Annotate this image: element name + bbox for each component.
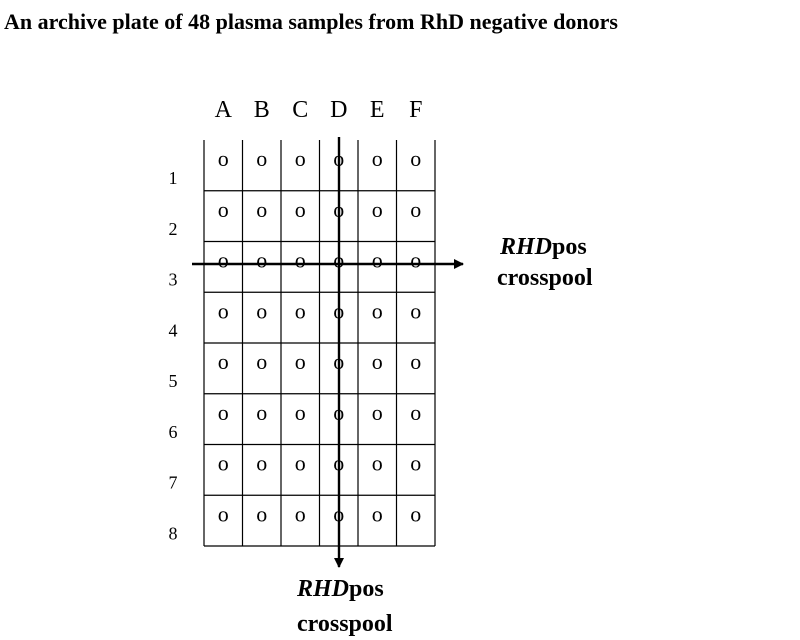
well-B6: o [256, 400, 267, 425]
well-A5: o [218, 349, 229, 374]
row-label: 3 [169, 270, 178, 290]
well-C3: o [295, 248, 306, 273]
row-label: 4 [169, 320, 178, 340]
well-F8: o [410, 501, 421, 526]
well-B2: o [256, 197, 267, 222]
column-label: C [292, 97, 308, 123]
svg-text:RHDpos: RHDpos [296, 576, 384, 602]
well-E4: o [372, 298, 383, 323]
well-C8: o [295, 501, 306, 526]
column-label: A [215, 97, 233, 123]
row-label: 5 [169, 371, 178, 391]
row-label: 7 [169, 473, 178, 493]
column-label: E [370, 97, 385, 123]
well-A2: o [218, 197, 229, 222]
column-pool-suffix: pos [349, 576, 384, 602]
well-A3: o [218, 248, 229, 273]
well-B3: o [256, 248, 267, 273]
well-C4: o [295, 298, 306, 323]
well-C1: o [295, 146, 306, 171]
row-label: 2 [169, 219, 178, 239]
plate-grid [203, 140, 436, 547]
well-F7: o [410, 451, 421, 476]
well-E6: o [372, 400, 383, 425]
well-B7: o [256, 451, 267, 476]
row-pool-label: RHDpos crosspool [497, 234, 593, 291]
row-pool-suffix: pos [552, 234, 587, 260]
well-F4: o [410, 298, 421, 323]
well-E8: o [372, 501, 383, 526]
well-F3: o [410, 248, 421, 273]
row-label: 1 [169, 168, 178, 188]
well-A8: o [218, 501, 229, 526]
well-E1: o [372, 146, 383, 171]
well-A4: o [218, 298, 229, 323]
column-pool-line2: crosspool [297, 611, 393, 637]
well-E3: o [372, 248, 383, 273]
row-label: 6 [169, 422, 178, 442]
well-F5: o [410, 349, 421, 374]
well-F2: o [410, 197, 421, 222]
column-pool-gene: RHD [296, 576, 349, 602]
well-C6: o [295, 400, 306, 425]
well-C7: o [295, 451, 306, 476]
well-A1: o [218, 146, 229, 171]
well-B1: o [256, 146, 267, 171]
row-pool-gene: RHD [499, 234, 552, 260]
well-C2: o [295, 197, 306, 222]
well-E2: o [372, 197, 383, 222]
column-label: D [330, 97, 347, 123]
diagram-title: An archive plate of 48 plasma samples fr… [4, 9, 618, 34]
well-F1: o [410, 146, 421, 171]
column-pool-label: RHDpos crosspool [296, 576, 393, 637]
column-label: B [254, 97, 270, 123]
well-B8: o [256, 501, 267, 526]
svg-text:RHDpos: RHDpos [499, 234, 587, 260]
well-E5: o [372, 349, 383, 374]
column-label: F [409, 97, 422, 123]
well-B5: o [256, 349, 267, 374]
row-pool-line2: crosspool [497, 265, 593, 291]
well-B4: o [256, 298, 267, 323]
well-C5: o [295, 349, 306, 374]
row-labels: 1 2 3 4 5 6 7 8 [169, 168, 178, 543]
well-A6: o [218, 400, 229, 425]
row-label: 8 [169, 523, 178, 543]
well-F6: o [410, 400, 421, 425]
well-E7: o [372, 451, 383, 476]
well-A7: o [218, 451, 229, 476]
